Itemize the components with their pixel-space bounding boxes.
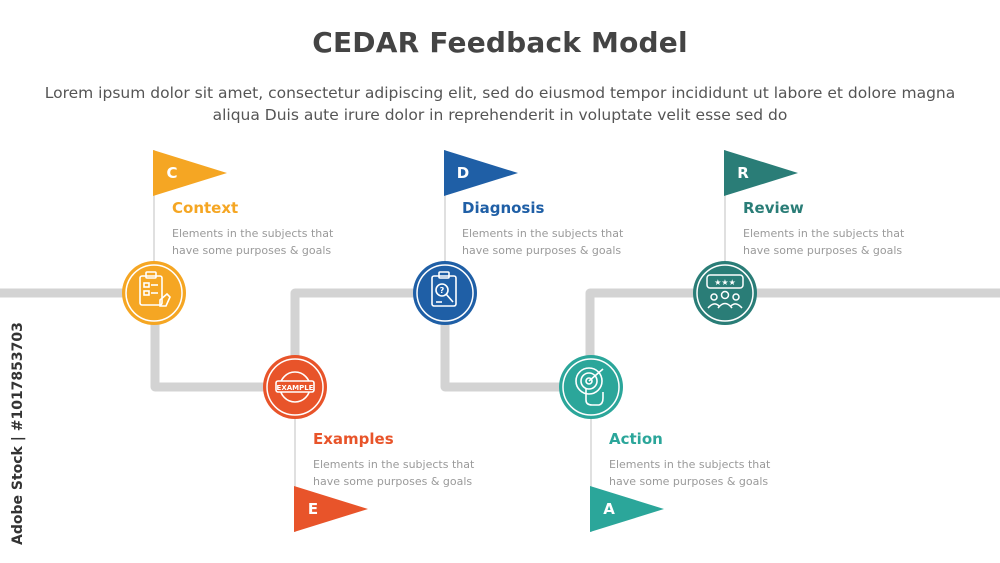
flag-letter-diagnosis: D bbox=[456, 164, 470, 182]
step-title-diagnosis: Diagnosis bbox=[462, 199, 545, 217]
target-tap-icon bbox=[575, 367, 604, 406]
flag-context bbox=[153, 150, 227, 196]
flag-examples bbox=[294, 486, 368, 532]
step-desc-examples-line2: have some purposes & goals bbox=[313, 475, 473, 488]
step-desc-diagnosis-line1: Elements in the subjects that bbox=[462, 227, 624, 240]
step-desc-context-line1: Elements in the subjects that bbox=[172, 227, 334, 240]
step-context bbox=[122, 150, 227, 325]
step-desc-action-line2: have some purposes & goals bbox=[609, 475, 769, 488]
svg-text:★★★: ★★★ bbox=[714, 278, 736, 287]
flag-letter-review: R bbox=[737, 164, 749, 182]
step-title-context: Context bbox=[172, 199, 239, 217]
flag-letter-examples: E bbox=[307, 500, 319, 518]
svg-text:EXAMPLE: EXAMPLE bbox=[277, 384, 314, 392]
step-desc-diagnosis-line2: have some purposes & goals bbox=[462, 244, 622, 257]
clipboard-checklist-icon bbox=[139, 271, 171, 307]
step-diagnosis: ? bbox=[413, 150, 518, 325]
step-title-examples: Examples bbox=[313, 430, 394, 448]
step-title-action: Action bbox=[609, 430, 663, 448]
clipboard-magnifier-icon: ? bbox=[431, 271, 457, 307]
flag-letter-context: C bbox=[166, 164, 178, 182]
road-path bbox=[0, 288, 1000, 392]
page-title: CEDAR Feedback Model bbox=[312, 26, 688, 59]
circle-inner-diagnosis bbox=[416, 264, 474, 322]
flag-letter-action: A bbox=[603, 500, 615, 518]
circle-inner-context bbox=[125, 264, 183, 322]
step-desc-review-line1: Elements in the subjects that bbox=[743, 227, 905, 240]
example-badge-icon: EXAMPLE bbox=[275, 371, 315, 403]
circle-inner-review bbox=[696, 264, 754, 322]
circle-outer-review bbox=[693, 261, 757, 325]
step-desc-review-line2: have some purposes & goals bbox=[743, 244, 903, 257]
step-action bbox=[559, 355, 664, 532]
circle-outer-diagnosis bbox=[413, 261, 477, 325]
circle-outer-action bbox=[559, 355, 623, 419]
circle-inner-action bbox=[562, 358, 620, 416]
step-desc-context-line2: have some purposes & goals bbox=[172, 244, 332, 257]
rating-people-icon: ★★★ bbox=[706, 274, 744, 309]
step-desc-review: Elements in the subjects that have some … bbox=[743, 225, 923, 259]
step-desc-context: Elements in the subjects that have some … bbox=[172, 225, 352, 259]
step-desc-diagnosis: Elements in the subjects that have some … bbox=[462, 225, 642, 259]
step-desc-examples: Elements in the subjects that have some … bbox=[313, 456, 493, 490]
circle-inner-examples bbox=[266, 358, 324, 416]
step-desc-action: Elements in the subjects that have some … bbox=[609, 456, 789, 490]
step-desc-examples-line1: Elements in the subjects that bbox=[313, 458, 475, 471]
flag-diagnosis bbox=[444, 150, 518, 196]
page-subtitle: Lorem ipsum dolor sit amet, consectetur … bbox=[44, 84, 956, 124]
flag-action bbox=[590, 486, 664, 532]
step-examples: EXAMPLE bbox=[263, 355, 368, 532]
svg-text:?: ? bbox=[440, 286, 445, 295]
flag-review bbox=[724, 150, 798, 196]
stock-watermark: Adobe Stock | #1017853703 bbox=[10, 322, 26, 545]
step-desc-action-line1: Elements in the subjects that bbox=[609, 458, 771, 471]
step-title-review: Review bbox=[743, 199, 804, 217]
step-review: ★★★ bbox=[693, 150, 798, 325]
